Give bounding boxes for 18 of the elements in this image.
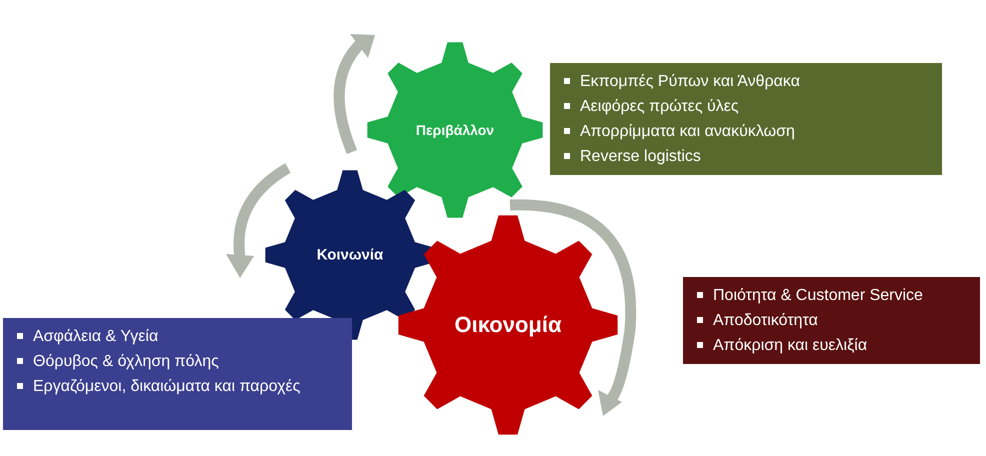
text-panel [683, 277, 980, 364]
bullet-item: Εργαζόμενοι, δικαιώματα και παροχές [15, 374, 342, 399]
bullet-item: Αποδοτικότητα [695, 308, 970, 333]
bullet-item: Ποιότητα & Customer Service [695, 283, 970, 308]
bullet-item: Reverse logistics [562, 144, 932, 169]
bullet-item: Θόρυβος & όχληση πόλης [15, 349, 342, 374]
gear-label: Περιβάλλον [416, 122, 494, 138]
bullet-item: Αειφόρες πρώτες ύλες [562, 94, 932, 119]
gear-label: Κοινωνία [316, 246, 384, 264]
gear-shape [398, 215, 618, 435]
bullet-item: Ασφάλεια & Υγεία [15, 324, 342, 349]
text-panel [550, 63, 942, 175]
bullet-item: Εκπομπές Ρύπων και Άνθρακα [562, 69, 932, 94]
text-panel [3, 318, 352, 430]
gear-label: Οικονομία [454, 312, 562, 338]
gear-shape [367, 42, 543, 218]
bullet-item: Απόκριση και ευελιξία [695, 333, 970, 358]
bullet-item: Απορρίμματα και ανακύκλωση [562, 119, 932, 144]
